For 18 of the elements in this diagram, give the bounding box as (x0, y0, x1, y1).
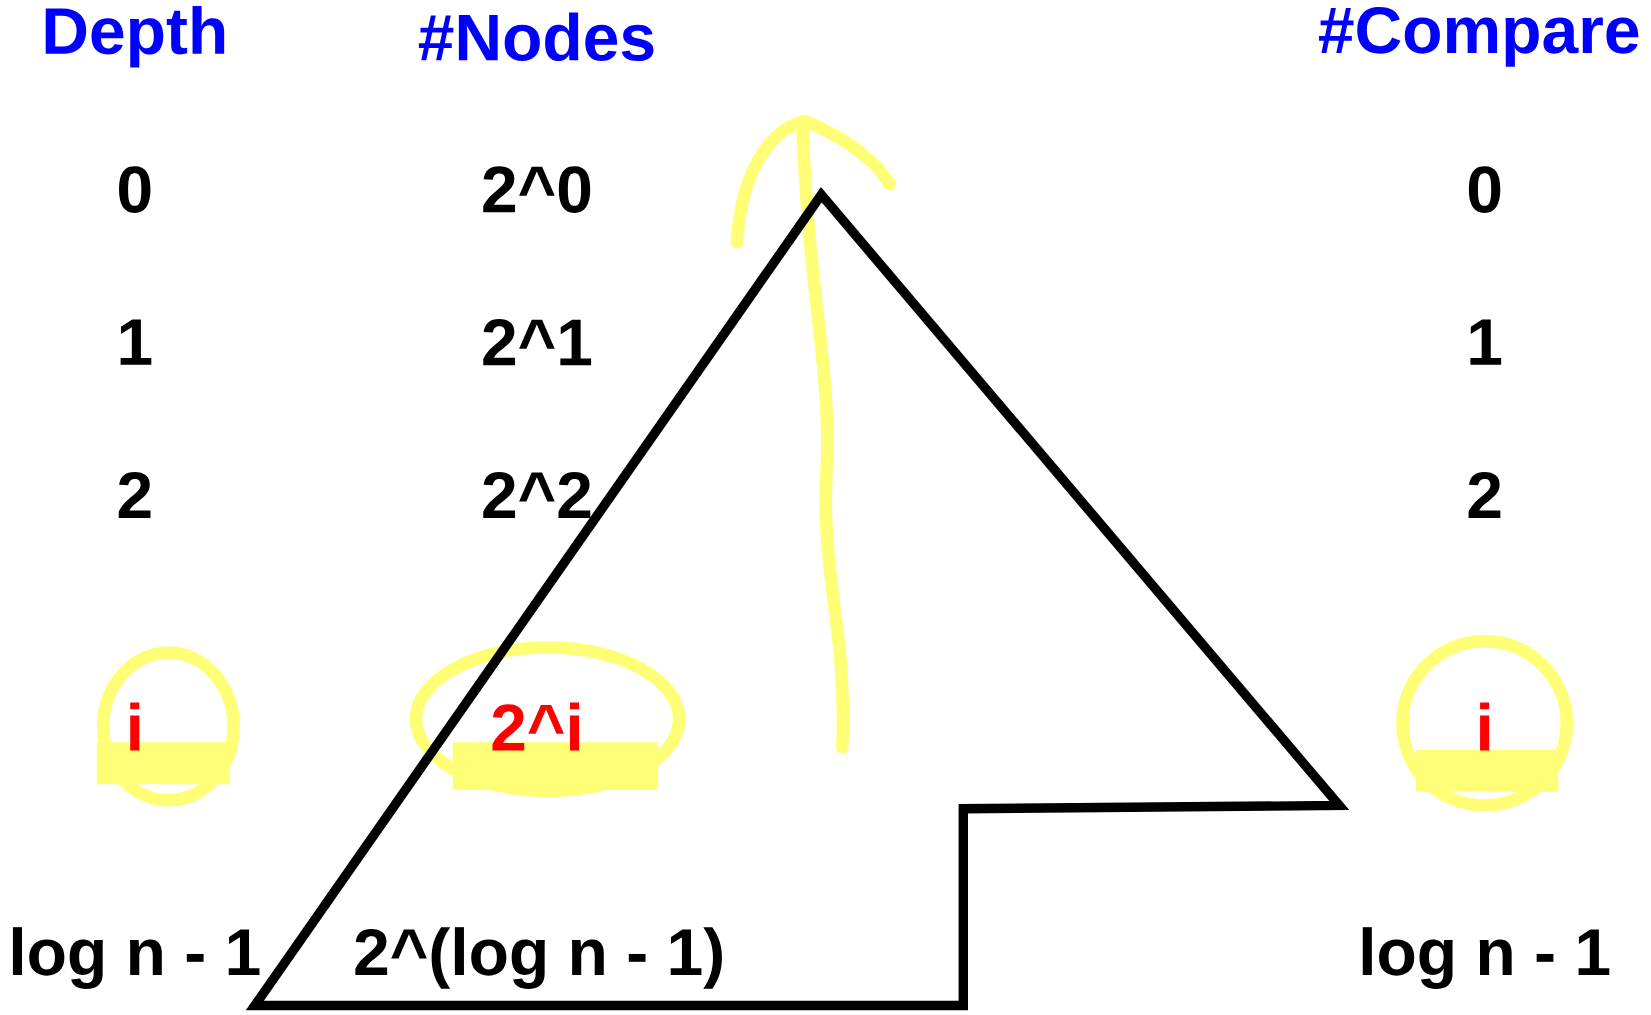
depth-value: i (130, 702, 140, 751)
column-heading: #Nodes (418, 12, 654, 62)
compare-count: 2 (1468, 471, 1501, 519)
compare-count: 1 (1470, 319, 1502, 365)
node-count: 2^2 (483, 471, 591, 519)
node-count: 2^(log n - 1) (355, 927, 722, 990)
column-heading: Depth (45, 6, 225, 68)
node-count: 2^0 (483, 166, 591, 213)
compare-count: 0 (1468, 166, 1501, 213)
depth-value: 2 (118, 471, 151, 519)
column-heading: #Compare (1319, 6, 1639, 67)
node-count: 2^1 (483, 319, 592, 366)
depth-value: log n - 1 (12, 927, 260, 990)
depth-value: 1 (120, 319, 152, 365)
depth-value: 0 (119, 166, 151, 213)
compare-count: i (1480, 702, 1490, 751)
node-count: 2^i (492, 702, 580, 751)
compare-count: log n - 1 (1362, 927, 1610, 990)
